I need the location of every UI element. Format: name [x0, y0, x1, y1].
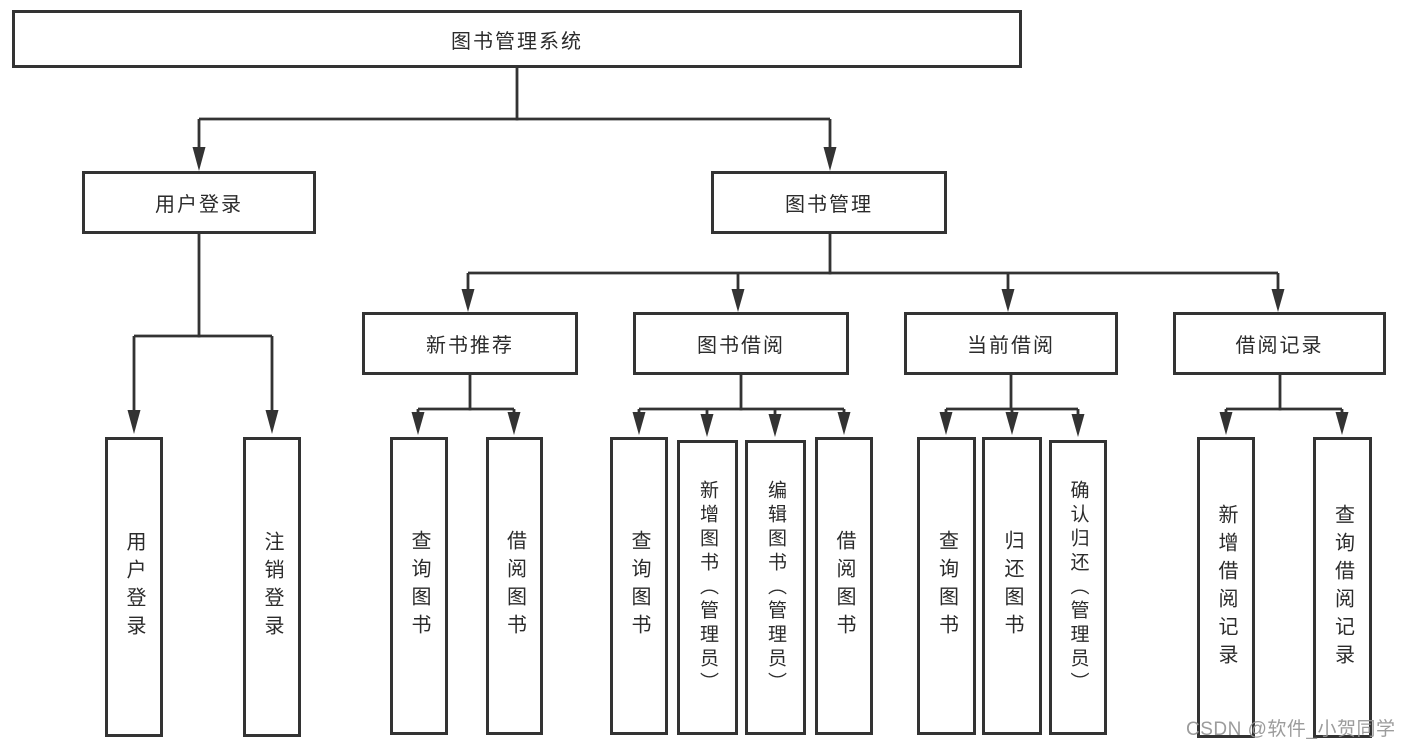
leaf-confirm-return-admin: 确认归还（管理员） [1049, 440, 1107, 735]
node-borrow-records: 借阅记录 [1173, 312, 1386, 375]
node-current-borrow: 当前借阅 [904, 312, 1118, 375]
node-system-root: 图书管理系统 [12, 10, 1022, 68]
node-user-login: 用户登录 [82, 171, 316, 234]
arrowheads [127, 147, 1349, 437]
leaf-edit-books-admin: 编辑图书（管理员） [745, 440, 806, 735]
node-new-book-recommend: 新书推荐 [362, 312, 578, 375]
leaf-add-borrow-record: 新增借阅记录 [1197, 437, 1255, 738]
leaf-query-books-borrow: 查询图书 [610, 437, 668, 735]
leaf-borrow-books: 借阅图书 [815, 437, 873, 735]
leaf-logout: 注销登录 [243, 437, 301, 737]
leaf-user-login: 用户登录 [105, 437, 163, 737]
leaf-add-books-admin: 新增图书（管理员） [677, 440, 738, 735]
csdn-watermark: CSDN @软件_小贺同学 [1186, 719, 1396, 740]
leaf-return-books: 归还图书 [982, 437, 1042, 735]
leaf-query-books-current: 查询图书 [917, 437, 976, 735]
node-book-borrow: 图书借阅 [633, 312, 849, 375]
leaf-query-books-recommend: 查询图书 [390, 437, 448, 735]
connector-paths [132, 68, 1344, 417]
leaf-query-borrow-record: 查询借阅记录 [1313, 437, 1372, 738]
node-book-management: 图书管理 [711, 171, 947, 234]
leaf-borrow-books-recommend: 借阅图书 [486, 437, 543, 735]
